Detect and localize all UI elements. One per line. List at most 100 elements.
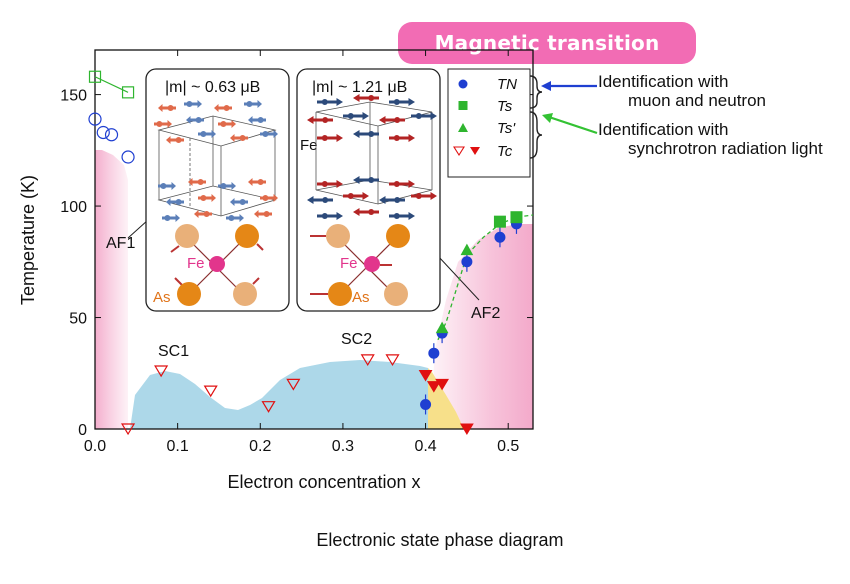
- tn-point: [420, 398, 432, 410]
- spin-arrow-af1-head: [197, 100, 202, 108]
- magnetic-transition-banner: Magnetic transition temperature: [398, 22, 696, 97]
- spin-arrow-af2-atom: [393, 181, 400, 187]
- annotation-sync-line1: Identification with: [598, 120, 729, 139]
- spin-arrow-af2-atom: [393, 135, 400, 141]
- spin-arrow-af2-head: [362, 192, 369, 200]
- spin-arrow-af2-head: [379, 196, 386, 204]
- tn-brace: [529, 75, 543, 109]
- legend-tn-label: TN: [497, 76, 517, 93]
- spin-arrow-af2-head: [430, 112, 437, 120]
- spin-arrow-af1-head: [167, 120, 172, 128]
- spin-arrow-af1-atom: [175, 199, 182, 205]
- annotation-sync-line2: synchrotron radiation light: [628, 139, 823, 158]
- spin-arrow-af2-head: [336, 98, 343, 106]
- x-tick-label: 0.0: [84, 438, 106, 455]
- green-arrow: [548, 115, 598, 135]
- legend-tc-label: Tc: [497, 143, 513, 160]
- spin-arrow-af2-head: [307, 116, 314, 124]
- spin-arrow-af1-atom: [200, 195, 207, 201]
- tc-point: [261, 401, 276, 413]
- spin-arrow-af1-atom: [262, 195, 269, 201]
- spin-arrow-af2-atom: [393, 213, 400, 219]
- y-tick-label: 0: [78, 422, 87, 439]
- tc-point: [286, 378, 301, 391]
- spin-arrow-af1-atom: [223, 105, 230, 111]
- spin-arrow-af2-head: [353, 130, 360, 138]
- tc-point: [418, 369, 433, 382]
- spin-arrow-af1-atom: [160, 183, 167, 189]
- ts-point: [121, 86, 135, 99]
- spin-arrow-af2-atom: [347, 113, 354, 119]
- spin-arrow-af1-head: [211, 194, 216, 202]
- spin-arrow-af2-atom: [321, 99, 328, 105]
- spin-arrow-af1-head: [230, 198, 235, 206]
- spin-arrow-af2-atom: [415, 113, 422, 119]
- spin-arrow-af1-atom: [197, 179, 204, 185]
- legend-ts-marker: [458, 101, 468, 110]
- spin-arrow-af2-atom: [415, 193, 422, 199]
- spin-arrow-af1-atom: [203, 211, 210, 217]
- spin-arrow-af1-atom: [239, 199, 246, 205]
- spin-arrow-af1-head: [188, 178, 193, 186]
- spin-arrow-af1-head: [231, 120, 236, 128]
- inset1-moment-label: |m| ~ 0.63 μB: [165, 79, 260, 96]
- legend-tsprime-marker: [458, 123, 468, 132]
- spin-arrow-af1-head: [186, 116, 191, 124]
- spin-arrow-af2-atom: [321, 213, 328, 219]
- spin-arrow-af2-atom: [393, 99, 400, 105]
- x-tick-label: 0.2: [249, 438, 271, 455]
- spin-arrow-af1-atom: [220, 121, 227, 127]
- spin-arrow-af1-atom: [195, 117, 202, 123]
- spin-arrow-af1-head: [171, 182, 176, 190]
- region-label-af1: AF1: [106, 235, 135, 252]
- x-tick-label: 0.4: [414, 438, 436, 455]
- spin-arrow-af1-head: [194, 210, 199, 218]
- af2-pointer-line: [437, 255, 480, 301]
- spin-arrow-af2-head: [379, 116, 386, 124]
- af1-pointer-line: [127, 219, 149, 239]
- spin-arrow-af2-head: [307, 196, 314, 204]
- spin-arrow-af1-head: [273, 194, 278, 202]
- spin-arrow-af2-atom: [394, 197, 401, 203]
- tn-point: [96, 125, 110, 140]
- tc-point: [435, 378, 449, 391]
- spin-arrow-af1-head: [175, 214, 180, 222]
- spin-arrow-af1-atom: [257, 117, 264, 123]
- spin-arrow-af1-atom: [246, 101, 253, 107]
- spin-arrow-af1-atom: [257, 179, 264, 185]
- spin-arrow-af2-head: [408, 98, 415, 106]
- figure-caption: Electronic state phase diagram: [316, 530, 564, 550]
- annotation-muon-neutron: Identification with muon and neutron: [598, 72, 766, 110]
- spin-arrow-af2-head: [408, 212, 415, 220]
- ts-point: [88, 70, 102, 83]
- spin-arrow-af1-head: [254, 210, 259, 218]
- spin-arrow-af1-head: [158, 104, 163, 112]
- as-displacement-arrow: [256, 243, 264, 251]
- inset1-as-label: As: [153, 289, 171, 306]
- tc-point: [385, 354, 400, 367]
- annotation-muon-line1: Identification with: [598, 72, 729, 91]
- spin-arrow-af2-atom: [394, 117, 401, 123]
- inset2-as-label: As: [352, 289, 370, 306]
- spin-arrow-af1-atom: [262, 131, 269, 137]
- spin-arrow-af2-atom: [368, 95, 375, 101]
- x-axis-label: Electron concentration x: [227, 472, 420, 492]
- spin-arrow-af1-atom: [186, 101, 193, 107]
- inset1-fe-label: Fe: [187, 255, 205, 272]
- spin-arrow-af2-head: [430, 192, 437, 200]
- legend-tc-open-marker: [453, 146, 465, 157]
- spin-arrow-af2-atom: [347, 193, 354, 199]
- tn-point: [494, 231, 506, 243]
- spin-arrow-af2-head: [353, 208, 360, 216]
- tc-point: [203, 385, 218, 398]
- tc-point: [360, 354, 375, 367]
- inset2-fe-label: Fe: [340, 255, 358, 272]
- plot-frame: [94, 49, 534, 430]
- spin-arrow-af1-atom: [220, 183, 227, 189]
- y-axis-label: Temperature (K): [18, 175, 38, 305]
- tn-point: [428, 347, 440, 359]
- as-displacement-arrow: [170, 245, 180, 253]
- tsprime-point: [435, 321, 449, 334]
- spin-arrow-af2-head: [336, 212, 343, 220]
